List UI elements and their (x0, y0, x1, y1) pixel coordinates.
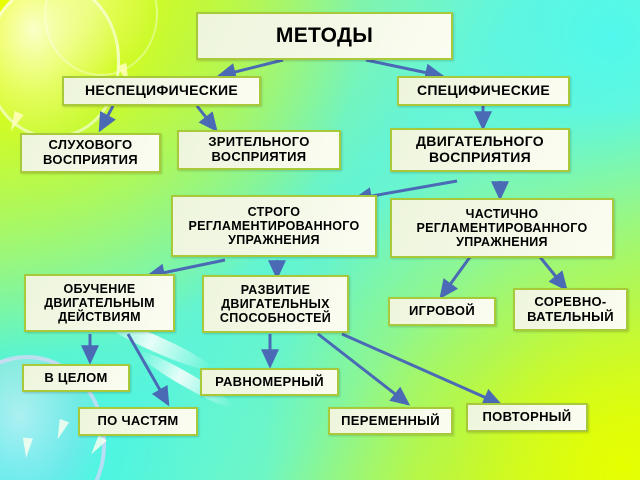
balloon-decoration-top-left (0, 0, 120, 138)
node-ravnomerny-label: РАВНОМЕРНЫЙ (215, 373, 324, 389)
arrow-nespec-sluhovogo (98, 105, 116, 133)
arrow-metody-nespecificheskie (216, 58, 284, 81)
node-peremenny-label: ПЕРЕМЕННЫЙ (341, 412, 440, 428)
node-vcelom[interactable]: В ЦЕЛОМ (22, 364, 130, 392)
node-sorevnovatelny[interactable]: СОРЕВНО-ВАТЕЛЬНЫЙ (513, 288, 628, 331)
node-metody[interactable]: МЕТОДЫ (196, 12, 453, 60)
node-specificheskie[interactable]: СПЕЦИФИЧЕСКИЕ (397, 76, 570, 106)
spark-decoration-3 (21, 437, 33, 459)
node-povtorny-label: ПОВТОРНЫЙ (482, 409, 572, 425)
arrow-chastichno-sorevnovatelny (538, 256, 568, 292)
spark-decoration-1 (52, 418, 70, 442)
spark-decoration-2 (87, 434, 107, 458)
arrow-obuchenie-pochastyam (126, 333, 170, 407)
node-pochastyam-label: ПО ЧАСТЯМ (97, 413, 179, 429)
node-metody-label: МЕТОДЫ (275, 24, 374, 48)
node-pochastyam[interactable]: ПО ЧАСТЯМ (78, 407, 198, 436)
arrow-metody-specificheskie (365, 58, 445, 82)
node-povtorny[interactable]: ПОВТОРНЫЙ (466, 403, 588, 432)
node-specificheskie-label: СПЕЦИФИЧЕСКИЕ (417, 82, 550, 99)
spark-decoration-5 (6, 110, 24, 134)
node-peremenny[interactable]: ПЕРЕМЕННЫЙ (328, 407, 453, 435)
arrow-chastichno-igrovoy (439, 256, 472, 300)
node-nespecificheskie[interactable]: НЕСПЕЦИФИЧЕСКИЕ (62, 76, 261, 106)
arrow-razvitie-povtorny (341, 332, 503, 406)
node-vcelom-label: В ЦЕЛОМ (44, 369, 108, 385)
balloon-decoration-top-left-2 (44, 0, 158, 76)
arrow-nespec-zritelnogo (195, 105, 218, 133)
node-nespecificheskie-label: НЕСПЕЦИФИЧЕСКИЕ (85, 82, 238, 99)
node-sorevnovatelny-label: СОРЕВНО-ВАТЕЛЬНЫЙ (527, 293, 614, 324)
node-igrovoy-label: ИГРОВОЙ (409, 303, 475, 319)
node-igrovoy[interactable]: ИГРОВОЙ (388, 297, 496, 326)
node-ravnomerny[interactable]: РАВНОМЕРНЫЙ (200, 368, 339, 396)
